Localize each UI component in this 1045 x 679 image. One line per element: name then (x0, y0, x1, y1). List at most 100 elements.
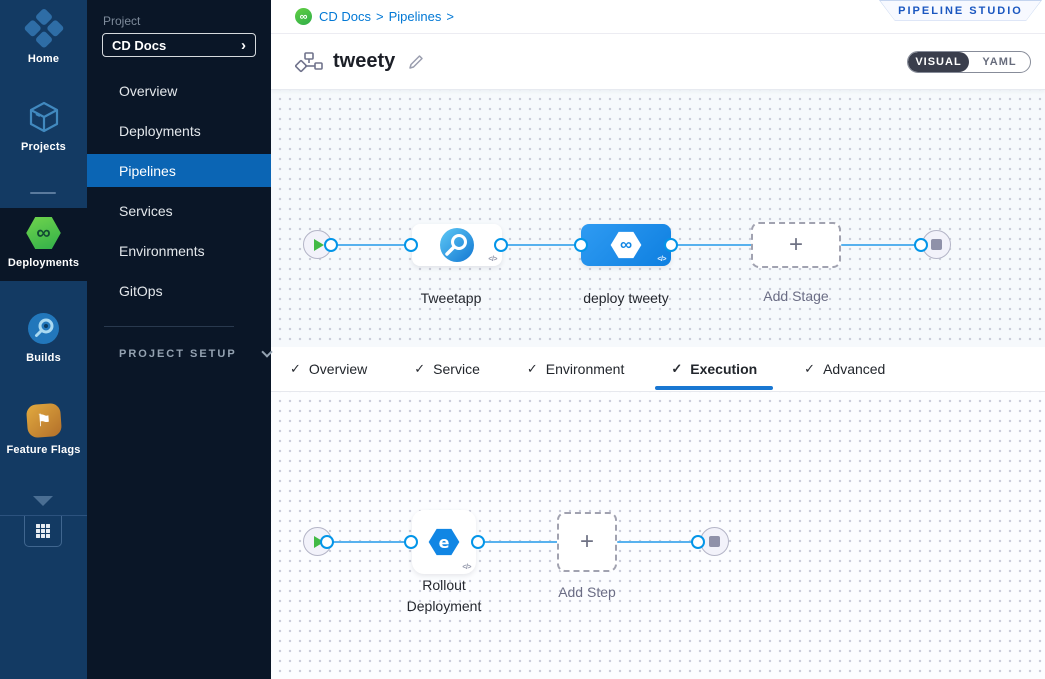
rail-item-label: Home (27, 53, 60, 65)
code-icon[interactable]: </> (462, 564, 471, 571)
play-icon (314, 535, 324, 548)
edge-connector (841, 244, 921, 246)
play-icon (314, 238, 324, 251)
edge-connector (327, 541, 411, 543)
rail-more-chevron-down-icon[interactable] (33, 496, 53, 506)
edge-connector (617, 541, 698, 543)
builds-icon (28, 313, 59, 344)
toggle-yaml[interactable]: YAML (982, 55, 1017, 68)
plus-icon: + (579, 528, 594, 555)
tab-advanced[interactable]: ✓ Advanced (804, 361, 885, 377)
stage-tabbar: ✓ Overview ✓ Service ✓ Environment ✓ Exe… (271, 347, 1045, 392)
add-stage-button[interactable]: + (751, 222, 841, 268)
execution-canvas[interactable]: e </> + Rollout Deployment Add Step (271, 392, 1045, 679)
add-step-button[interactable]: + (557, 512, 617, 572)
node-port[interactable] (574, 238, 588, 252)
stage-label: Tweetapp (420, 290, 482, 306)
stop-icon (931, 239, 942, 250)
check-icon: ✓ (290, 361, 301, 376)
project-selector[interactable]: CD Docs › (102, 33, 256, 57)
edge-connector (478, 541, 558, 543)
edit-pencil-icon[interactable] (407, 53, 425, 71)
pipeline-title-bar: tweety VISUAL YAML (271, 34, 1045, 90)
tab-label: Environment (545, 361, 625, 377)
module-rail: Home Projects ∞ Deployments Builds (0, 0, 87, 679)
pipeline-icon (295, 51, 323, 73)
project-setup-toggle[interactable]: PROJECT SETUP (119, 346, 273, 360)
rail-item-home[interactable]: Home (0, 7, 87, 65)
tab-service[interactable]: ✓ Service (414, 361, 480, 377)
breadcrumb-separator: > (376, 9, 384, 24)
plus-icon: + (788, 231, 803, 258)
rail-item-label: Deployments (7, 257, 80, 269)
tab-label: Execution (690, 361, 758, 377)
project-label: Project (103, 14, 141, 28)
feature-flags-icon: ⚑ (25, 402, 62, 439)
sidebar-item-services[interactable]: Services (119, 202, 173, 219)
sidebar-divider (104, 326, 234, 327)
build-stage-icon (440, 228, 474, 262)
stage-node-tweetapp[interactable]: </> (412, 224, 502, 266)
sidebar-item-overview[interactable]: Overview (119, 82, 178, 99)
project-selector-value: CD Docs (112, 37, 167, 53)
node-port[interactable] (691, 535, 705, 549)
projects-icon (29, 101, 58, 133)
node-port[interactable] (404, 535, 418, 549)
home-icon (19, 5, 67, 53)
rail-item-projects[interactable]: Projects (0, 100, 87, 153)
tab-environment[interactable]: ✓ Environment (527, 361, 625, 377)
node-port[interactable] (404, 238, 418, 252)
rail-item-builds[interactable]: Builds (0, 312, 87, 364)
rail-divider (30, 192, 56, 194)
rail-item-deployments[interactable]: ∞ Deployments (0, 216, 87, 269)
stage-node-deploy-tweety[interactable]: ∞ </> (581, 224, 671, 266)
grid-icon (36, 524, 50, 538)
rollout-deployment-icon: e (428, 528, 460, 556)
stage-canvas[interactable]: </> ∞ </> + Tweetapp deploy tweety Add S… (271, 90, 1045, 347)
project-setup-label: PROJECT SETUP (119, 348, 237, 360)
tab-execution[interactable]: ✓ Execution (655, 361, 773, 390)
breadcrumb-pipelines-link[interactable]: Pipelines (388, 9, 442, 24)
sidebar-item-pipelines[interactable]: Pipelines (87, 154, 271, 187)
step-node-rollout-deployment[interactable]: e </> (412, 510, 476, 574)
tab-overview[interactable]: ✓ Overview (290, 361, 367, 377)
pipeline-name: tweety (333, 50, 396, 72)
add-step-label: Add Step (558, 584, 616, 600)
visual-yaml-toggle[interactable]: VISUAL YAML (907, 50, 1031, 73)
code-icon[interactable]: </> (657, 256, 666, 263)
edge-connector (671, 244, 752, 246)
rail-item-label: Builds (26, 352, 61, 364)
node-port[interactable] (914, 238, 928, 252)
node-port[interactable] (494, 238, 508, 252)
pipeline-studio-badge: PIPELINE STUDIO (879, 0, 1042, 21)
pipeline-end-node (922, 230, 951, 259)
step-label: Rollout Deployment (406, 577, 482, 614)
pipeline-studio-badge-text: PIPELINE STUDIO (880, 1, 1041, 21)
sidebar-item-environments[interactable]: Environments (119, 242, 205, 259)
breadcrumb: CD Docs > Pipelines > (319, 9, 454, 24)
edge-connector (501, 244, 581, 246)
stop-icon (709, 536, 720, 547)
toggle-visual[interactable]: VISUAL (908, 51, 969, 72)
check-icon: ✓ (526, 361, 538, 376)
node-port[interactable] (664, 238, 678, 252)
stage-label: deploy tweety (583, 290, 669, 306)
rail-item-label: Projects (20, 141, 66, 153)
breadcrumb-project-link[interactable]: CD Docs (319, 9, 372, 24)
node-port[interactable] (320, 535, 334, 549)
sidebar-item-deployments[interactable]: Deployments (119, 122, 201, 139)
main-content: ∞ CD Docs > Pipelines > PIPELINE STUDIO (271, 0, 1045, 679)
breadcrumb-separator: > (446, 9, 454, 24)
chevron-down-icon (261, 346, 273, 358)
code-icon[interactable]: </> (488, 256, 497, 263)
tab-label: Service (433, 361, 480, 377)
sidebar-item-gitops[interactable]: GitOps (119, 282, 163, 299)
cd-module-icon: ∞ (295, 8, 312, 25)
cd-stage-icon: ∞ (610, 231, 642, 259)
rail-item-feature-flags[interactable]: ⚑ Feature Flags (0, 402, 87, 456)
node-port[interactable] (471, 535, 485, 549)
tab-label: Advanced (823, 361, 886, 377)
chevron-right-icon: › (241, 36, 246, 54)
node-port[interactable] (324, 238, 338, 252)
app-switcher-button[interactable] (24, 516, 62, 547)
